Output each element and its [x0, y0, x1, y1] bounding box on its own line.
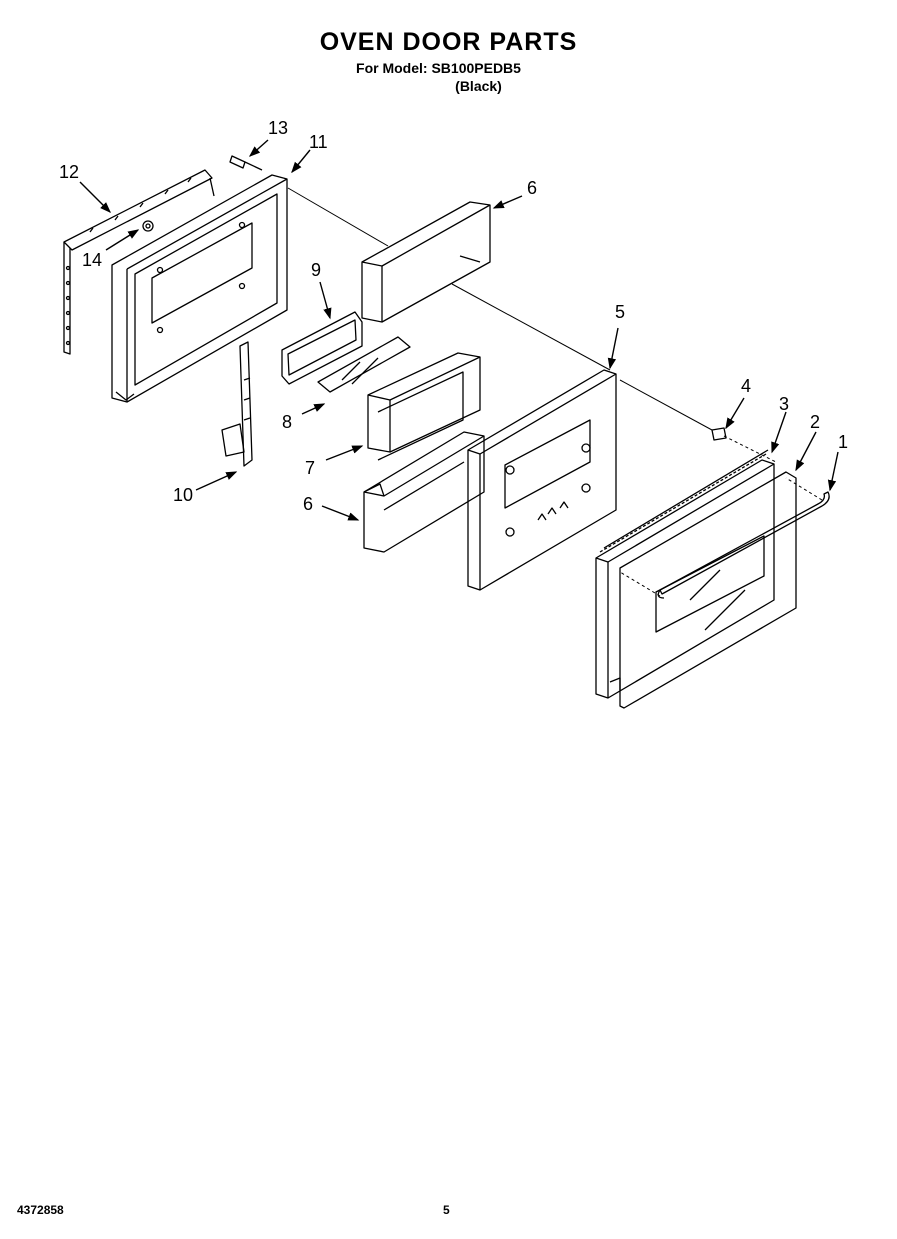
callout-10: 10	[173, 485, 193, 505]
callout-3: 3	[779, 394, 789, 414]
document-number: 4372858	[17, 1203, 64, 1217]
part-9-gasket	[281, 311, 363, 385]
part-4-plug	[711, 427, 727, 441]
callout-1: 1	[838, 432, 848, 452]
callout-8: 8	[282, 412, 292, 432]
part-12-trim-strip	[63, 169, 215, 355]
part-6-lower-trim	[363, 431, 485, 553]
page-number: 5	[443, 1203, 450, 1217]
callout-6-upper: 6	[527, 178, 537, 198]
part-5-inner-panel	[467, 369, 617, 591]
callout-13: 13	[268, 118, 288, 138]
part-3-door-frame	[595, 449, 775, 699]
leader-arrows	[79, 139, 839, 521]
color-line: (Black)	[455, 78, 502, 94]
callout-4: 4	[741, 376, 751, 396]
part-6-upper-trim	[361, 201, 491, 323]
callout-5: 5	[615, 302, 625, 322]
callout-2: 2	[810, 412, 820, 432]
part-7-glass-pack	[367, 352, 481, 461]
callout-9: 9	[311, 260, 321, 280]
part-14-screw	[142, 220, 154, 232]
part-13-screw	[229, 155, 263, 171]
part-10-hinge	[221, 341, 253, 467]
callout-7: 7	[305, 458, 315, 478]
alignment-lines	[287, 187, 823, 597]
callout-11: 11	[309, 132, 328, 152]
callout-14: 14	[82, 250, 102, 270]
page-title: OVEN DOOR PARTS	[319, 28, 578, 56]
part-8-glass	[317, 336, 411, 393]
model-line: For Model: SB100PEDB5	[356, 60, 521, 76]
callout-6-lower: 6	[303, 494, 313, 514]
callout-12: 12	[59, 162, 79, 182]
part-2-outer-glass	[619, 471, 797, 709]
part-1-handle	[657, 491, 830, 599]
part-11-door-liner	[111, 174, 288, 403]
